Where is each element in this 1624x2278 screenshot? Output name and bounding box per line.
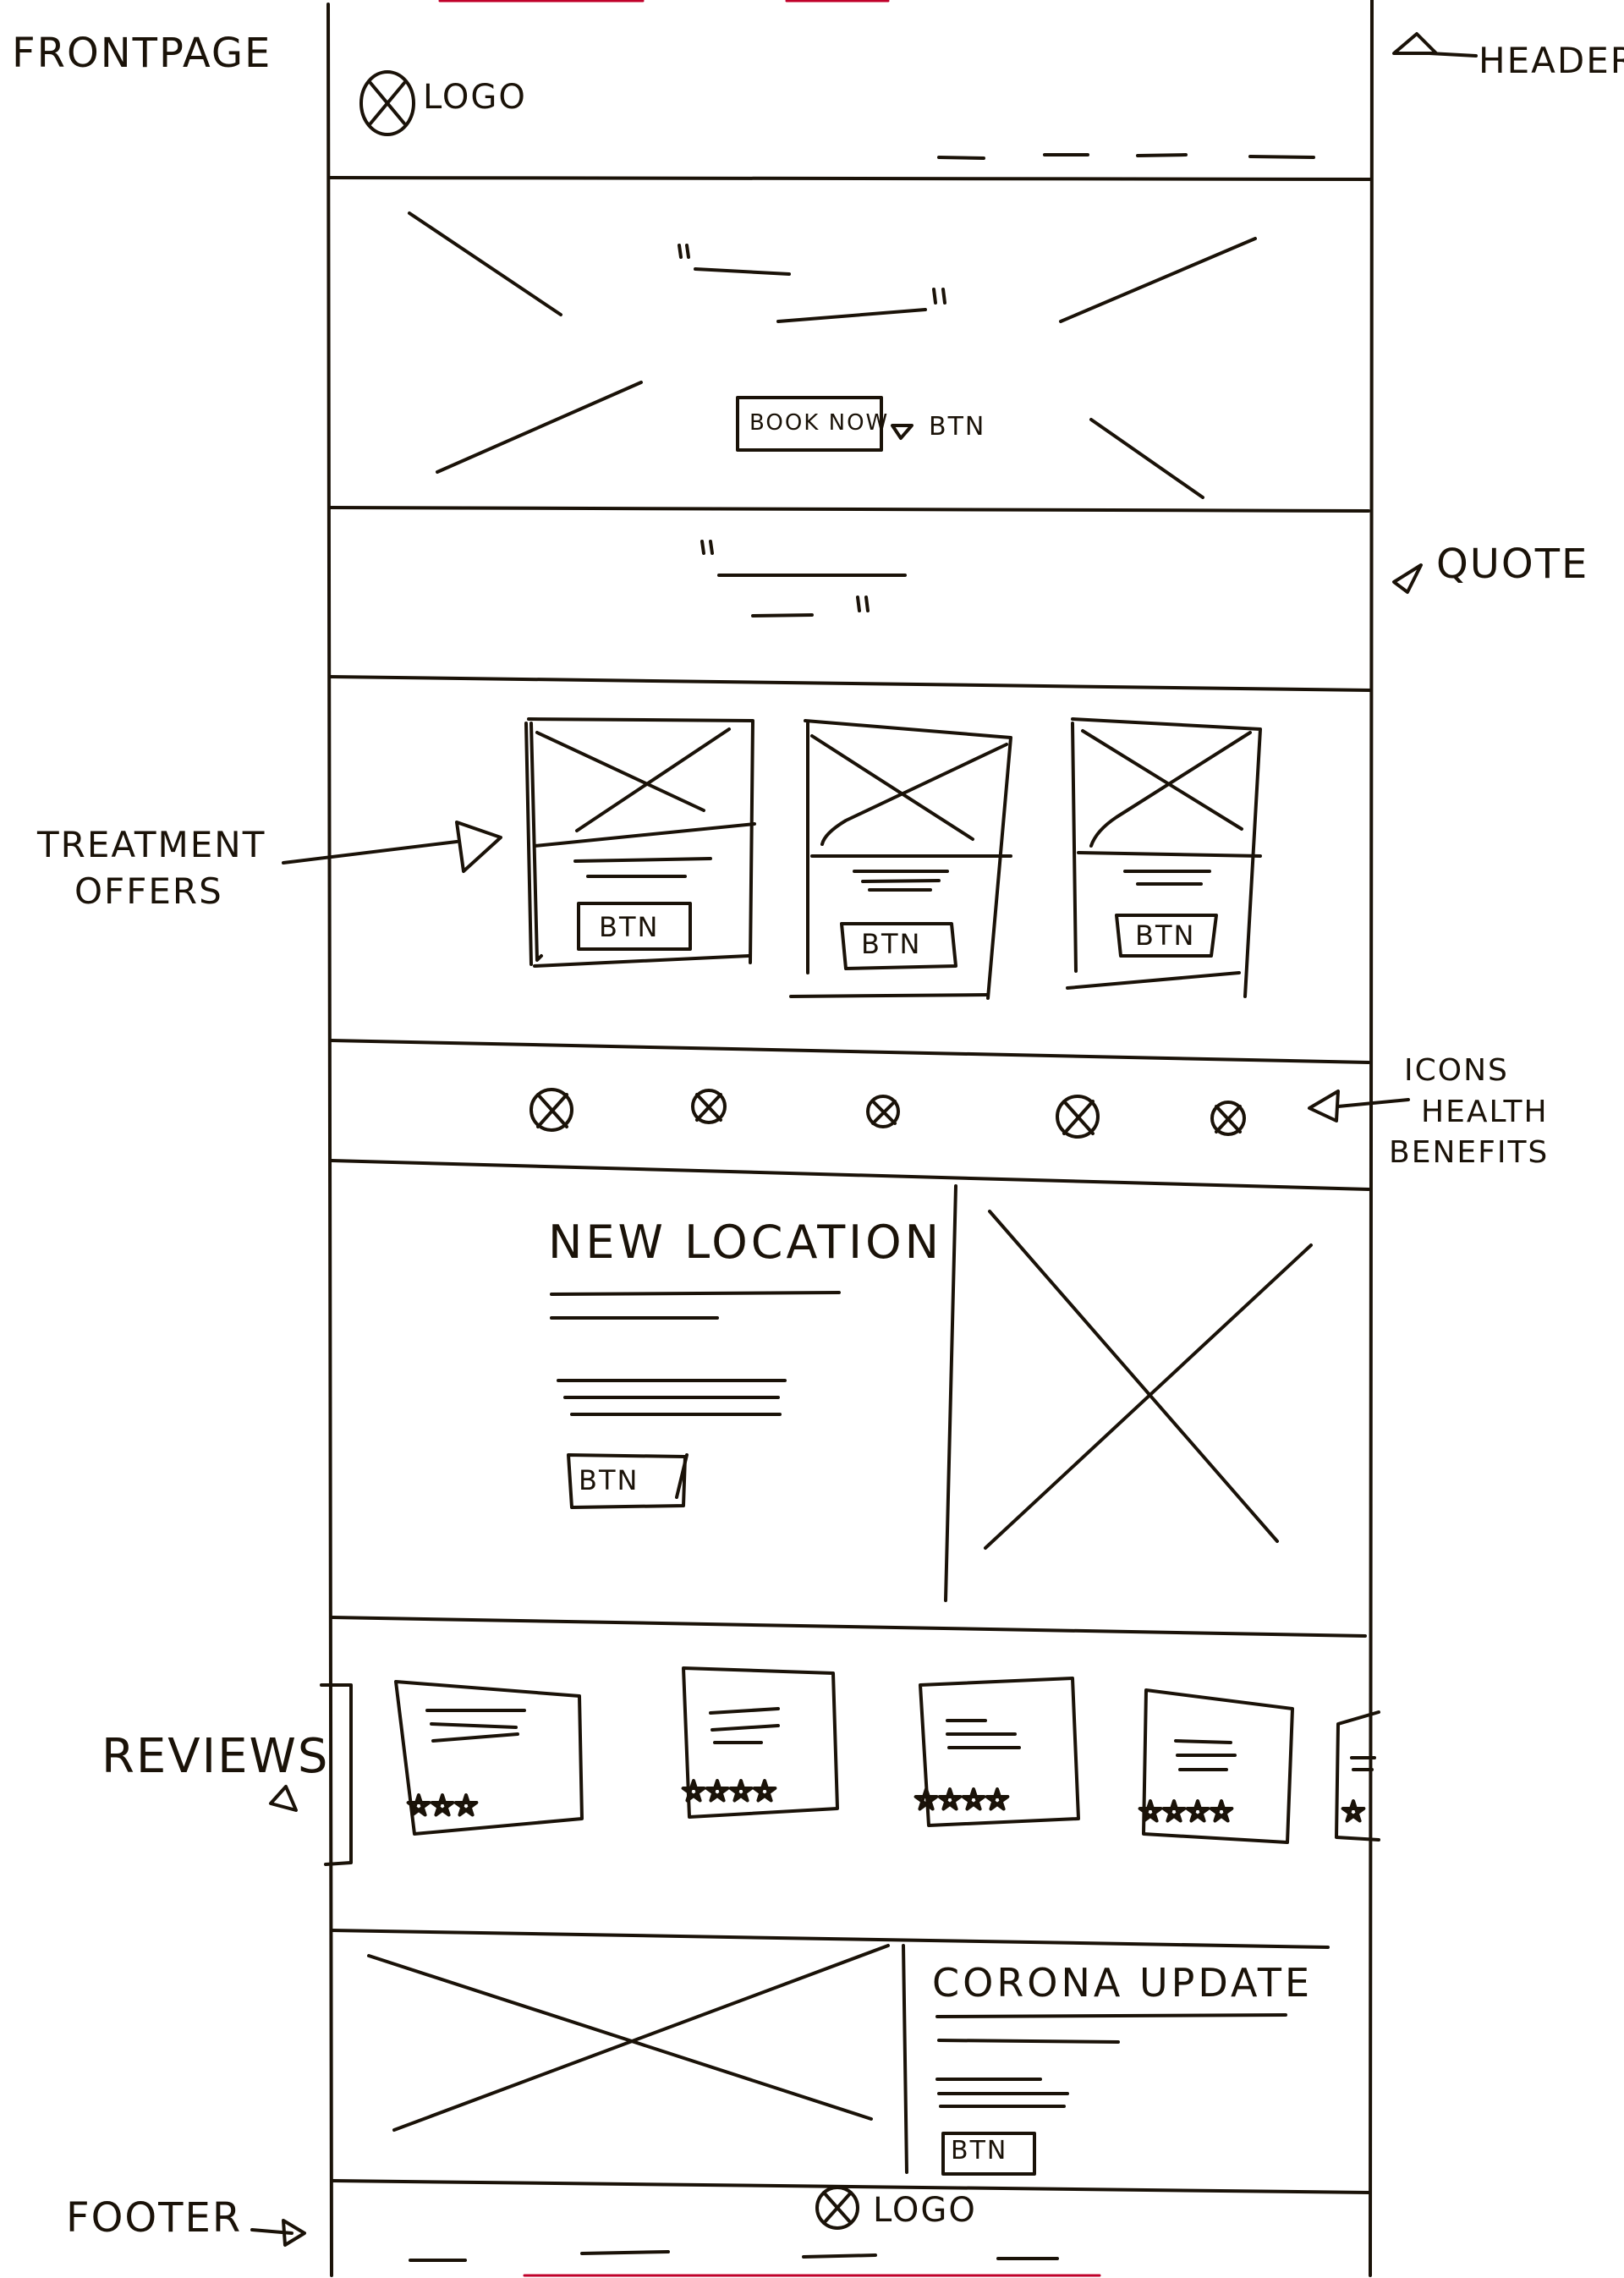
icons-annotation-line-1: ICONS: [1404, 1053, 1509, 1088]
review-star-icon: [705, 1779, 730, 1803]
new-location-button-label[interactable]: BTN: [579, 1464, 639, 1496]
icons-annotation-arrow: [1308, 1090, 1410, 1123]
divider-reviews: [330, 1929, 1330, 1949]
new-location-heading: NEW LOCATION: [548, 1216, 942, 1269]
treatment-card-1[interactable]: [524, 717, 756, 968]
treatment-card-3[interactable]: [1066, 717, 1262, 998]
review-card-3[interactable]: [919, 1677, 1080, 1827]
divider-hero: [328, 506, 1370, 513]
footer-link-dash[interactable]: [802, 2253, 877, 2259]
divider-corona: [330, 2179, 1372, 2194]
book-now-button[interactable]: [736, 396, 883, 452]
header-logo-label: LOGO: [423, 78, 527, 117]
treatment-annotation-line-1: TREATMENT: [37, 824, 266, 865]
corona-button-label[interactable]: BTN: [951, 2136, 1008, 2165]
divider-quote: [328, 675, 1372, 692]
divider-treatments: [330, 1039, 1370, 1064]
button-note-arrow: [891, 424, 914, 440]
page-title: FRONTPAGE: [12, 30, 272, 77]
corona-text-line: [937, 2039, 1120, 2044]
location-column-divider: [944, 1184, 957, 1602]
review-star-icon: [1185, 1799, 1210, 1823]
quote-annotation: QUOTE: [1436, 541, 1589, 588]
header-annotation: HEADER: [1479, 40, 1624, 81]
corona-image-placeholder-icon: [367, 1944, 890, 2132]
review-star-icon: [1138, 1799, 1163, 1823]
quote-text: [700, 540, 907, 618]
corona-heading-underline: [935, 2013, 1287, 2018]
hero-quote-text: [678, 244, 946, 323]
book-now-note: BTN: [929, 412, 986, 442]
nav-link-dash[interactable]: [1136, 153, 1188, 157]
treatment-card-2[interactable]: [789, 719, 1012, 1000]
nav-link-dash[interactable]: [1248, 155, 1315, 159]
treatment-card-1-button[interactable]: BTN: [599, 911, 660, 943]
corona-heading: CORONA UPDATE: [932, 1960, 1314, 2006]
treatment-annotation-arrow: [282, 821, 502, 873]
location-button[interactable]: [567, 1453, 687, 1509]
health-benefit-icon-3: [866, 1095, 900, 1128]
location-button: [675, 1453, 689, 1499]
review-card-1[interactable]: [394, 1680, 584, 1836]
reviews-annotation-arrow: [269, 1785, 298, 1812]
review-star-icon: [937, 1787, 963, 1811]
review-star-icon: [406, 1793, 431, 1817]
location-image-placeholder-icon: [984, 1210, 1313, 1550]
header-logo-icon: [359, 70, 415, 136]
health-benefit-icon-4: [1056, 1095, 1100, 1139]
review-star-icon: [1209, 1799, 1234, 1823]
hero-image-placeholder-icon: [408, 211, 1257, 499]
review-card-2[interactable]: [682, 1666, 839, 1819]
icons-annotation-line-3: BENEFITS: [1389, 1135, 1550, 1170]
footer-link-dash[interactable]: [580, 2250, 670, 2255]
review-stars: [406, 1779, 1366, 1823]
quote-annotation-arrow: [1392, 563, 1423, 594]
footer-annotation: FOOTER: [66, 2194, 243, 2242]
nav-link-dash[interactable]: [937, 156, 985, 160]
reviews-bracket: [320, 1683, 353, 1866]
reviews-annotation: REVIEWS: [102, 1729, 330, 1784]
review-star-icon: [961, 1787, 986, 1811]
review-star-icon: [1341, 1799, 1366, 1823]
footer-logo-icon: [815, 2186, 859, 2230]
review-card-5-partial[interactable]: [1335, 1710, 1380, 1842]
review-star-icon: [728, 1779, 754, 1803]
review-star-icon: [1161, 1799, 1187, 1823]
corona-button[interactable]: [941, 2132, 1036, 2176]
location-heading-underline: [550, 1291, 841, 1296]
icons-annotation-line-2: HEALTH: [1421, 1095, 1549, 1129]
treatment-card-3-button[interactable]: BTN: [1135, 919, 1196, 952]
divider-location: [330, 1616, 1367, 1638]
review-star-icon: [985, 1787, 1010, 1811]
review-star-icon: [914, 1787, 939, 1811]
corona-column-divider: [902, 1944, 908, 2174]
review-card-4[interactable]: [1142, 1688, 1294, 1844]
footer-annotation-arrow: [250, 2219, 306, 2247]
page-frame-left: [326, 3, 333, 2277]
treatment-card-2-button[interactable]: BTN: [861, 928, 922, 960]
divider-header: [328, 176, 1372, 181]
health-benefit-icon-2: [691, 1089, 727, 1124]
header-annotation-arrow: [1392, 32, 1478, 58]
review-star-icon: [430, 1793, 455, 1817]
review-star-icon: [752, 1779, 777, 1803]
review-star-icon: [681, 1779, 706, 1803]
book-now-label[interactable]: BOOK NOW: [749, 410, 890, 436]
page-frame-right: [1369, 0, 1374, 2277]
health-benefit-icon-5: [1210, 1101, 1246, 1136]
health-benefit-icon-1: [529, 1088, 573, 1132]
treatment-annotation-line-2: OFFERS: [74, 870, 223, 912]
footer-logo-label: LOGO: [873, 2191, 977, 2230]
review-star-icon: [453, 1793, 479, 1817]
divider-icons: [330, 1159, 1370, 1191]
